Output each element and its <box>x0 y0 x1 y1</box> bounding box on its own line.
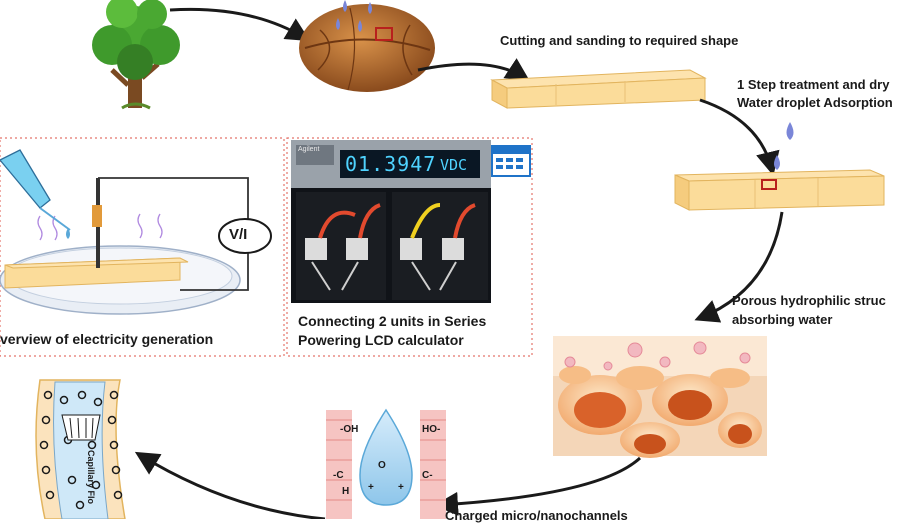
porous-structure-image <box>553 336 767 458</box>
water-drop-icon <box>359 408 413 506</box>
svg-text:C-: C- <box>422 470 433 481</box>
water-droplets-icon <box>336 0 372 32</box>
label-porous: Porous hydrophilic struc <box>732 293 886 308</box>
walnut-icon <box>299 4 435 92</box>
label-cutting: Cutting and sanding to required shape <box>500 33 739 48</box>
capillary-flow-illustration <box>35 379 126 520</box>
multimeter-brand: Agilent <box>298 146 320 153</box>
label-absorbing: absorbing water <box>732 312 833 327</box>
arrow-walnut-to-plank <box>417 58 531 82</box>
capillary-flow-label: Capillary Flo <box>86 450 96 505</box>
multimeter-unit: VDC <box>440 156 468 174</box>
label-overview: verview of electricity generation <box>0 331 214 347</box>
arrow-tree-to-walnut <box>169 7 311 42</box>
calculator-icon <box>491 145 531 177</box>
sample-highlight-box <box>375 27 393 41</box>
nanochannel-illustration: O + + -C H C- <box>326 408 446 519</box>
svg-text:+: + <box>368 482 374 493</box>
label-charged-channels: Charged micro/nanochannels <box>445 508 628 523</box>
lcd-display <box>340 150 480 178</box>
label-lcd-calculator: Powering LCD calculator <box>298 332 464 348</box>
overview-panel <box>0 137 285 357</box>
meter-symbol <box>218 218 272 254</box>
series-panel <box>286 137 533 357</box>
multimeter-reading: 01.3947 <box>345 152 437 176</box>
label-series: Connecting 2 units in Series <box>298 313 487 329</box>
svg-text:O: O <box>378 460 386 471</box>
channel-oh-left: -OH <box>340 424 359 435</box>
electricity-setup-illustration <box>0 149 272 315</box>
label-treatment: 1 Step treatment and dry <box>737 77 890 92</box>
channel-oh-right: HO- <box>422 424 441 435</box>
label-adsorption: Water droplet Adsorption <box>737 95 893 110</box>
arrow-treated-to-porous <box>694 211 784 323</box>
wood-plank-icon <box>490 69 707 109</box>
tree-icon <box>92 0 180 110</box>
svg-text:H: H <box>342 486 349 497</box>
svg-text:+: + <box>398 482 404 493</box>
treated-plank-icon <box>674 169 885 211</box>
multimeter-photo <box>291 140 491 303</box>
meter-symbol-text: V/I <box>229 226 248 243</box>
arrow-porous-to-channel <box>434 456 642 516</box>
svg-text:-C: -C <box>333 470 344 481</box>
arrow-plank-to-treated <box>699 98 780 176</box>
droplet-icon <box>774 122 794 170</box>
arrow-channel-to-capillary <box>134 451 326 521</box>
